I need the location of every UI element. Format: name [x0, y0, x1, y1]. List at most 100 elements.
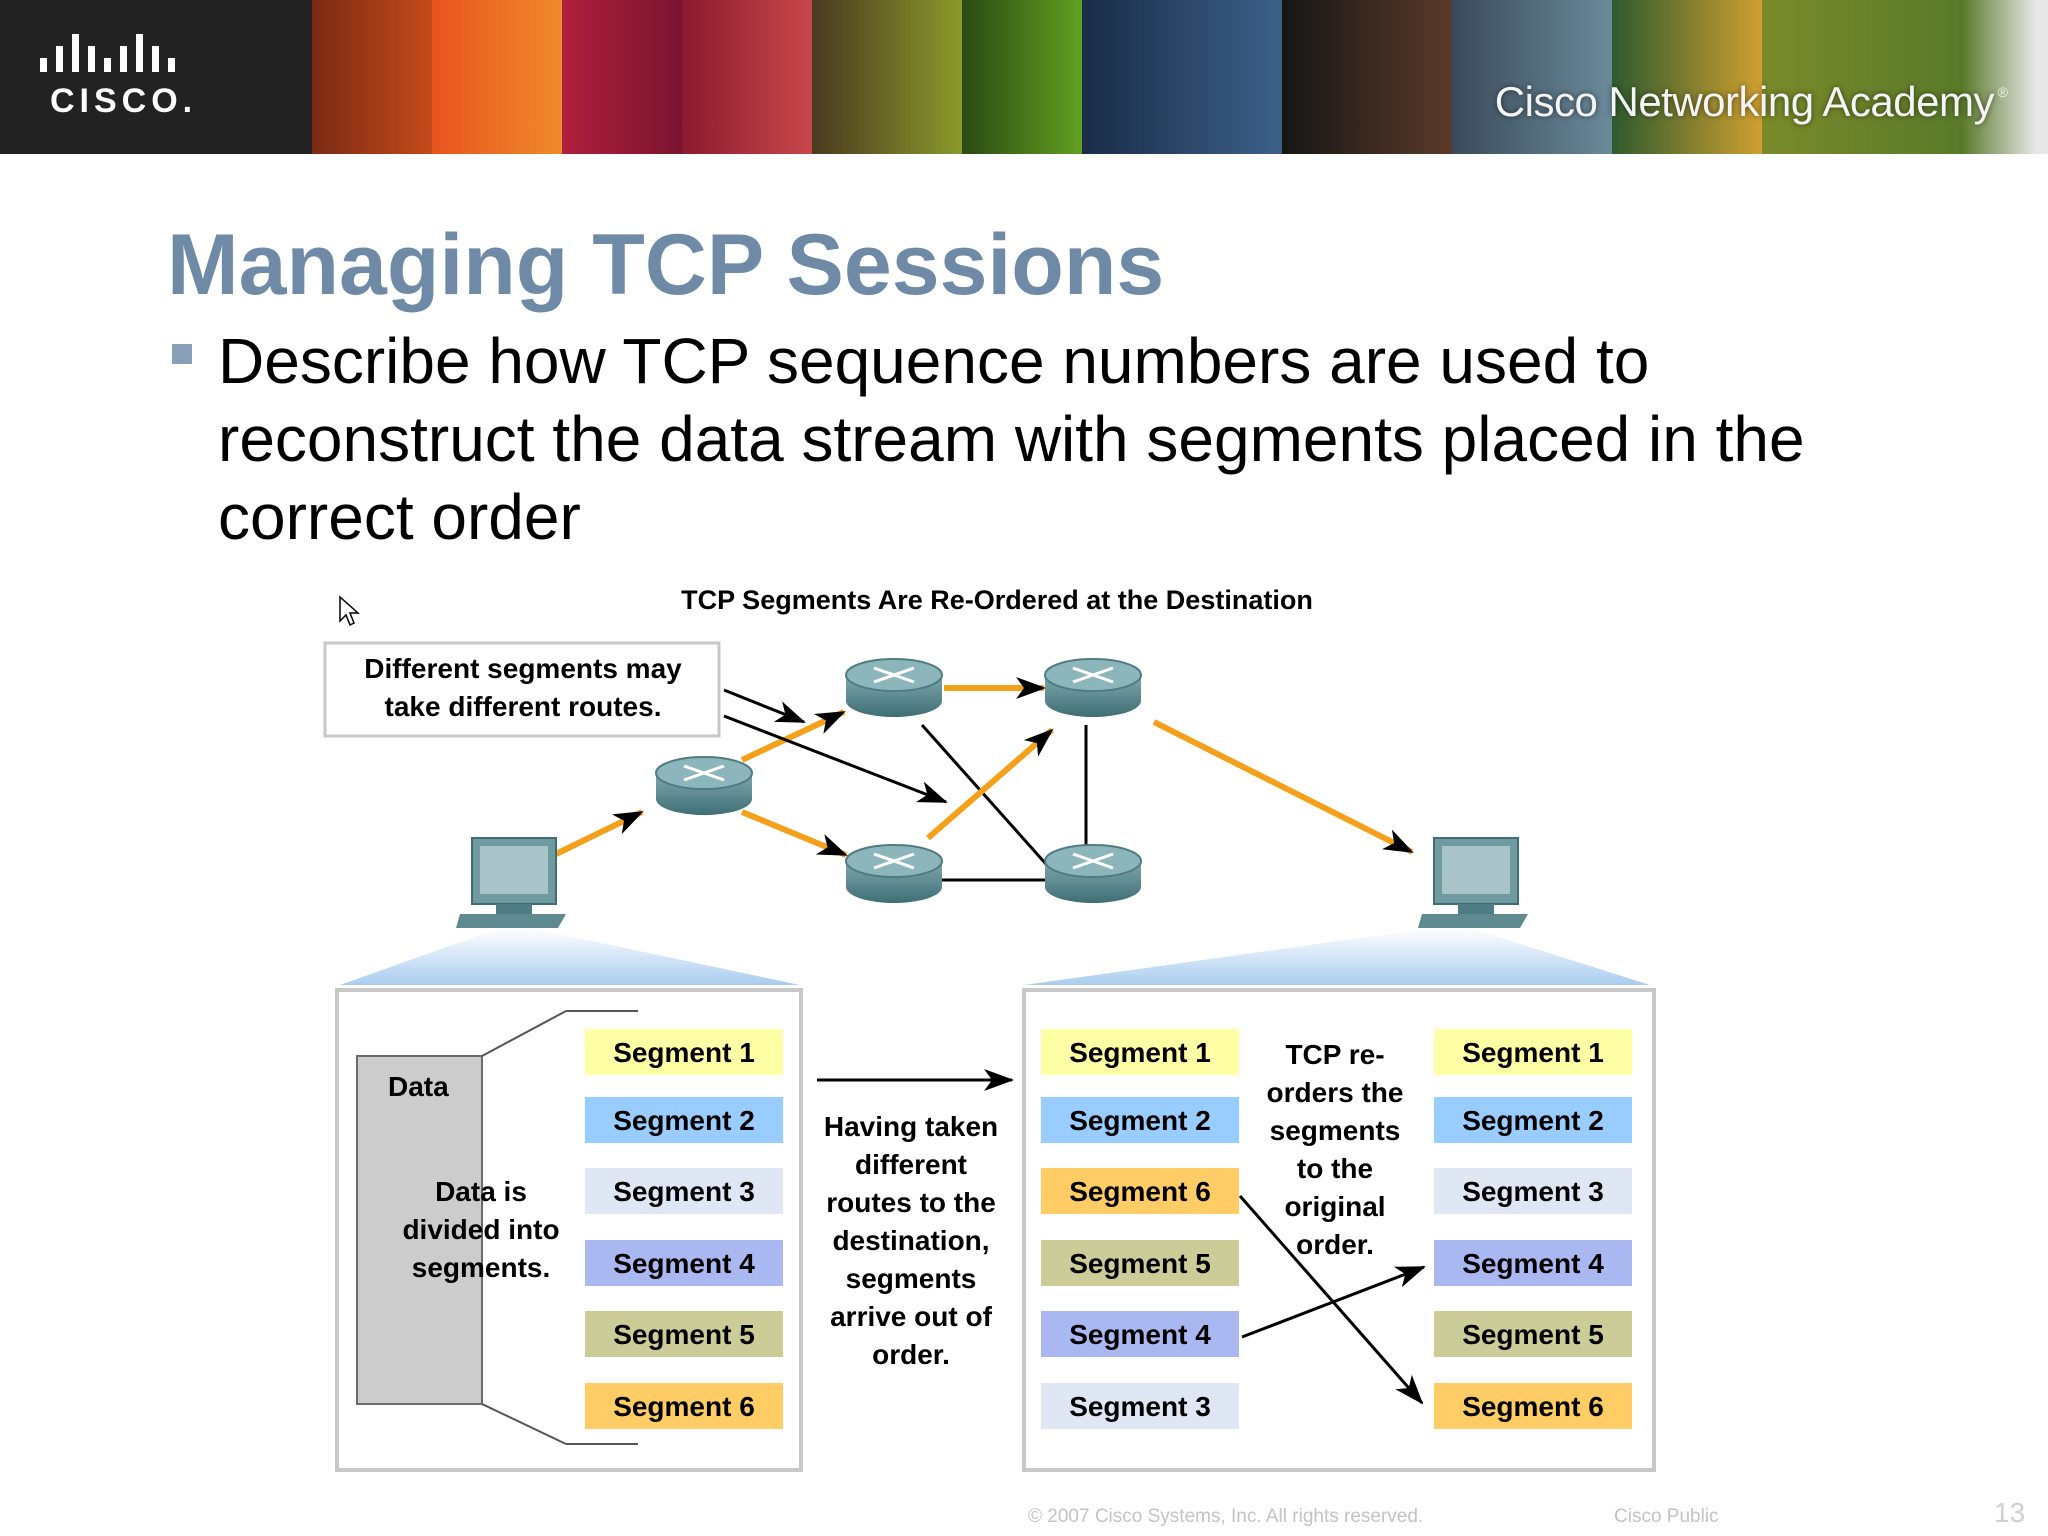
- segment-label: Segment 5: [613, 1319, 755, 1350]
- segment-label: Segment 1: [1069, 1037, 1211, 1068]
- segment-box: [585, 1311, 783, 1357]
- caption-line: segments: [1270, 1115, 1401, 1146]
- segment-box: [585, 1168, 783, 1214]
- banner-photo-strip: [1282, 0, 1452, 154]
- caption-line: orders the: [1267, 1077, 1404, 1108]
- caption-line: divided into: [402, 1214, 559, 1245]
- banner-photo-strip: [432, 0, 562, 154]
- segment-label: Segment 2: [1462, 1105, 1604, 1136]
- segment-box: [1041, 1311, 1239, 1357]
- segment-box: [1434, 1311, 1632, 1357]
- segment-box: [1041, 1168, 1239, 1214]
- cisco-logo: CISCO.: [0, 0, 312, 154]
- segment-box: [1041, 1383, 1239, 1429]
- segment-label: Segment 6: [1462, 1391, 1604, 1422]
- segment-box: [1041, 1240, 1239, 1286]
- caption-line: segments.: [412, 1252, 551, 1283]
- segment-label: Segment 6: [1069, 1176, 1211, 1207]
- segment-label: Segment 3: [1462, 1176, 1604, 1207]
- reorder-arrow: [1241, 1265, 1426, 1339]
- segment-label: Segment 2: [1069, 1105, 1211, 1136]
- copyright-notice: © 2007 Cisco Systems, Inc. All rights re…: [1028, 1506, 1424, 1527]
- route-arrow: [740, 809, 848, 858]
- segment-box: [1434, 1097, 1632, 1143]
- route-arrow: [552, 809, 644, 858]
- bracket-line: [481, 1010, 567, 1057]
- classification-label: Cisco Public: [1614, 1506, 1719, 1527]
- banner-photo-strip: [562, 0, 682, 154]
- banner-photo-strip: [312, 0, 432, 154]
- bullet-marker: [172, 344, 192, 364]
- caption-line: Having taken: [824, 1111, 998, 1142]
- router-icon: [1044, 844, 1142, 903]
- header-banner: CISCO. Cisco Networking Academy ®: [0, 0, 2048, 154]
- router-icon: [1044, 658, 1142, 717]
- segment-box: [585, 1240, 783, 1286]
- callout-arrow: [723, 714, 948, 804]
- bullet-text: Describe how TCP sequence numbers are us…: [218, 325, 1805, 553]
- segment-box: [585, 1383, 783, 1429]
- data-block: [356, 1055, 483, 1405]
- segment-box: [1041, 1097, 1239, 1143]
- banner-photo-strip: [1452, 0, 1612, 154]
- segment-label: Segment 6: [613, 1391, 755, 1422]
- callout-box: [323, 641, 721, 738]
- figure-title: TCP Segments Are Re-Ordered at the Desti…: [681, 585, 1313, 615]
- divided-caption: Data is divided into segments.: [402, 1176, 559, 1283]
- route-arrow: [740, 709, 846, 763]
- caption-line: order.: [1296, 1229, 1374, 1260]
- destination-computer-icon: [1418, 837, 1528, 928]
- segment-label: Segment 4: [1069, 1319, 1211, 1350]
- banner-photo-strip: [1082, 0, 1282, 154]
- caption-line: destination,: [832, 1225, 989, 1256]
- caption-line: TCP re-: [1285, 1039, 1384, 1070]
- router-icon: [655, 756, 753, 815]
- banner-photo-strip: [812, 0, 962, 154]
- slide-title: Managing TCP Sessions: [167, 217, 1165, 313]
- zoom-fan: [340, 928, 800, 985]
- caption-line: order.: [872, 1339, 950, 1370]
- caption-line: Data is: [435, 1176, 527, 1207]
- reorder-arrow: [1238, 1195, 1424, 1405]
- registered-mark: ®: [1997, 84, 2008, 100]
- router-icon: [845, 844, 943, 903]
- source-computer-icon: [456, 837, 566, 928]
- segment-box: [1041, 1029, 1239, 1075]
- route-arrow: [926, 727, 1054, 841]
- source-segment-column: Segment 1 Segment 2 Segment 3 Segment 4 Segm…: [585, 1029, 783, 1429]
- segment-box: [1434, 1029, 1632, 1075]
- segment-label: Segment 2: [613, 1105, 755, 1136]
- router-icon: [845, 658, 943, 717]
- segment-box: [1434, 1240, 1632, 1286]
- page-number: 13: [1994, 1497, 2026, 1528]
- bracket-line: [481, 1403, 567, 1445]
- reorder-caption: TCP re-orders the segments to the original o…: [1267, 1039, 1404, 1260]
- banner-photo-strip: [682, 0, 812, 154]
- segment-label: Segment 4: [1462, 1248, 1604, 1279]
- segment-label: Segment 3: [613, 1176, 755, 1207]
- banner-photo-strip: [1762, 0, 2048, 154]
- banner-photo-strip: [1612, 0, 1762, 154]
- callout-arrow: [723, 688, 806, 724]
- route-arrow: [1152, 719, 1414, 855]
- zoom-fan: [1024, 928, 1650, 985]
- callout-line-2: take different routes.: [385, 691, 662, 722]
- received-segment-column: Segment 1 Segment 2 Segment 6 Segment 5 Segm…: [1041, 1029, 1239, 1429]
- cisco-bars-icon: [40, 34, 175, 72]
- caption-line: different: [855, 1149, 967, 1180]
- segment-label: Segment 4: [613, 1248, 755, 1279]
- segment-label: Segment 1: [613, 1037, 755, 1068]
- segment-label: Segment 5: [1069, 1248, 1211, 1279]
- segment-box: [1434, 1383, 1632, 1429]
- caption-line: original: [1284, 1191, 1385, 1222]
- callout-line-1: Different segments may: [364, 653, 682, 684]
- segment-box: [585, 1097, 783, 1143]
- mouse-pointer-icon: [339, 595, 360, 627]
- segment-box: [585, 1029, 783, 1075]
- caption-line: to the: [1297, 1153, 1373, 1184]
- caption-line: segments: [846, 1263, 977, 1294]
- cisco-wordmark: CISCO.: [50, 82, 198, 120]
- segment-label: Segment 3: [1069, 1391, 1211, 1422]
